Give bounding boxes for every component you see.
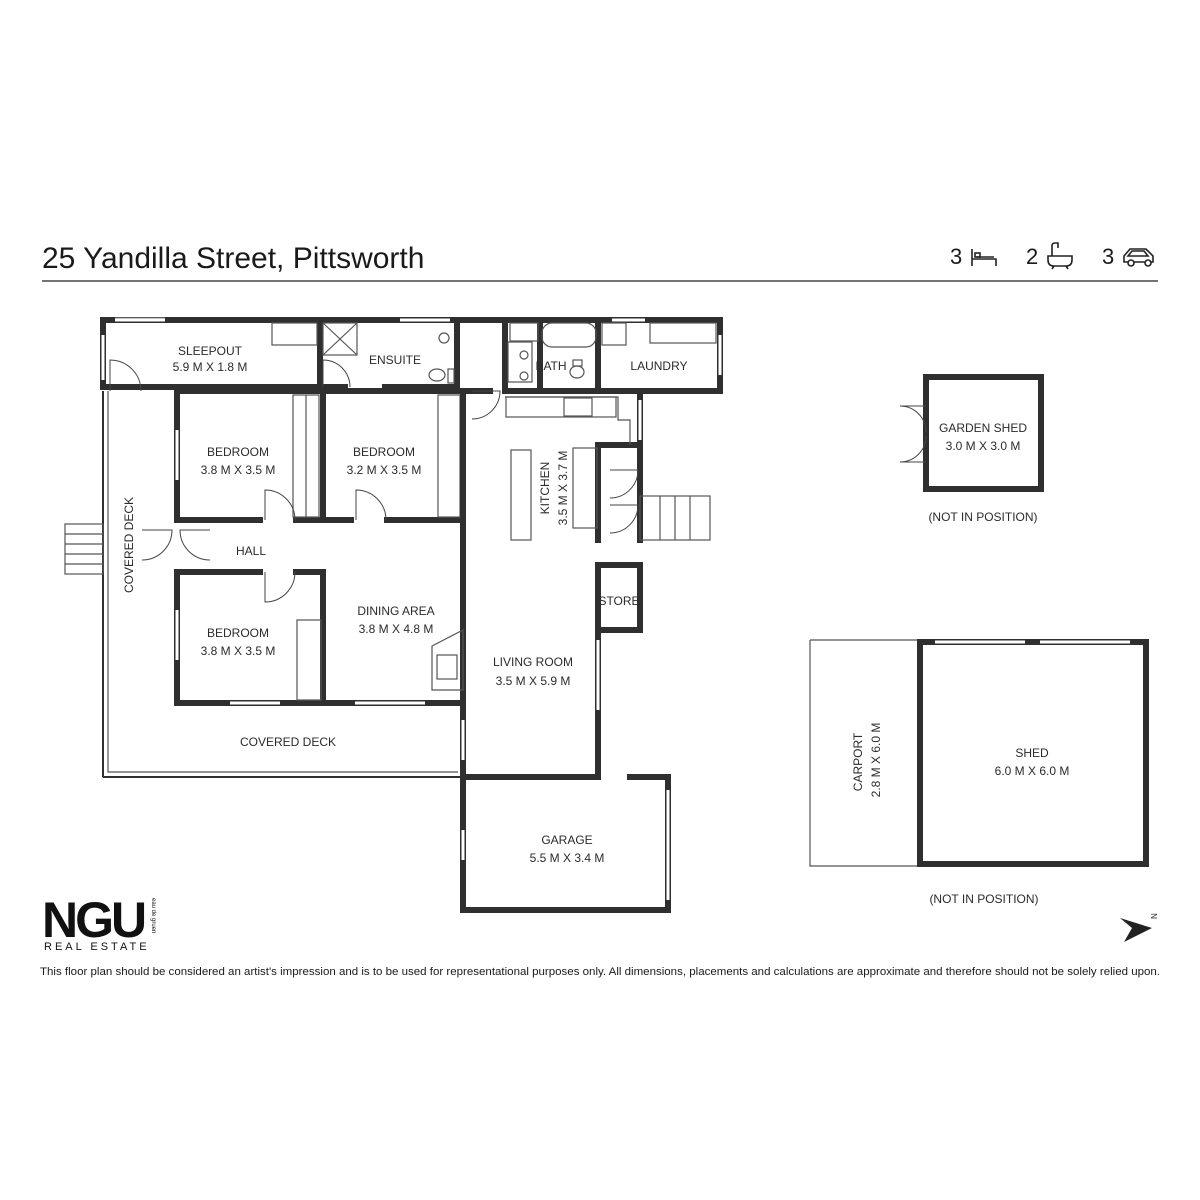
ensuite-label: ENSUITE	[369, 353, 421, 367]
car-icon	[1123, 248, 1154, 267]
bedroom1-dims: 3.8 M X 3.5 M	[201, 463, 276, 477]
kitchen-label: KITCHEN	[538, 462, 552, 515]
car-space-count: 3	[1102, 244, 1114, 269]
living-dims: 3.5 M X 5.9 M	[496, 674, 571, 688]
covered-deck-side-label: COVERED DECK	[122, 497, 136, 593]
logo-vertical-text: eau de gruen	[150, 898, 156, 933]
garden-shed-structure	[899, 374, 1044, 492]
hall-label: HALL	[236, 544, 266, 558]
shed-label: SHED	[1015, 746, 1049, 760]
garage-label: GARAGE	[541, 833, 592, 847]
garage-structure	[460, 774, 671, 913]
dining-label: DINING AREA	[357, 604, 434, 618]
ngu-logo: NGU eau de gruen REAL ESTATE	[42, 892, 156, 953]
bedroom3-dims: 3.8 M X 3.5 M	[201, 644, 276, 658]
shed-dims: 6.0 M X 6.0 M	[995, 764, 1070, 778]
bed-icon	[971, 249, 997, 266]
logo-mark: NGU	[42, 892, 145, 948]
north-arrow-icon: N	[1120, 913, 1159, 942]
carport-shed-structure	[809, 639, 1149, 867]
kitchen-dims: 3.5 M X 3.7 M	[556, 451, 570, 526]
store-label: STORE	[598, 594, 639, 608]
living-label: LIVING ROOM	[493, 655, 573, 669]
covered-deck-front-label: COVERED DECK	[240, 735, 336, 749]
carport-dims: 2.8 M X 6.0 M	[869, 723, 883, 798]
disclaimer: This floor plan should be considered an …	[40, 966, 1160, 978]
laundry-label: LAUNDRY	[630, 359, 687, 373]
bath-label: BATH	[535, 359, 566, 373]
bedroom2-label: BEDROOM	[353, 445, 415, 459]
bedroom3-label: BEDROOM	[207, 626, 269, 640]
main-house	[64, 317, 723, 780]
sleepout-dims: 5.9 M X 1.8 M	[173, 360, 248, 374]
compass-label: N	[1150, 913, 1159, 919]
garage-dims: 5.5 M X 3.4 M	[530, 851, 605, 865]
bedroom1-label: BEDROOM	[207, 445, 269, 459]
dining-dims: 3.8 M X 4.8 M	[359, 622, 434, 636]
garden-shed-note: (NOT IN POSITION)	[928, 510, 1037, 524]
bedroom2-dims: 3.2 M X 3.5 M	[347, 463, 422, 477]
bedroom-count: 3	[950, 244, 962, 269]
bathtub-icon	[1047, 242, 1073, 270]
garden-shed-dims: 3.0 M X 3.0 M	[946, 439, 1021, 453]
sleepout-label: SLEEPOUT	[178, 344, 243, 358]
property-address: 25 Yandilla Street, Pittsworth	[42, 242, 424, 275]
shed-note: (NOT IN POSITION)	[929, 892, 1038, 906]
garden-shed-label: GARDEN SHED	[939, 421, 1027, 435]
logo-subtitle: REAL ESTATE	[44, 941, 150, 953]
bathroom-count: 2	[1026, 244, 1038, 269]
carport-label: CARPORT	[851, 732, 865, 791]
